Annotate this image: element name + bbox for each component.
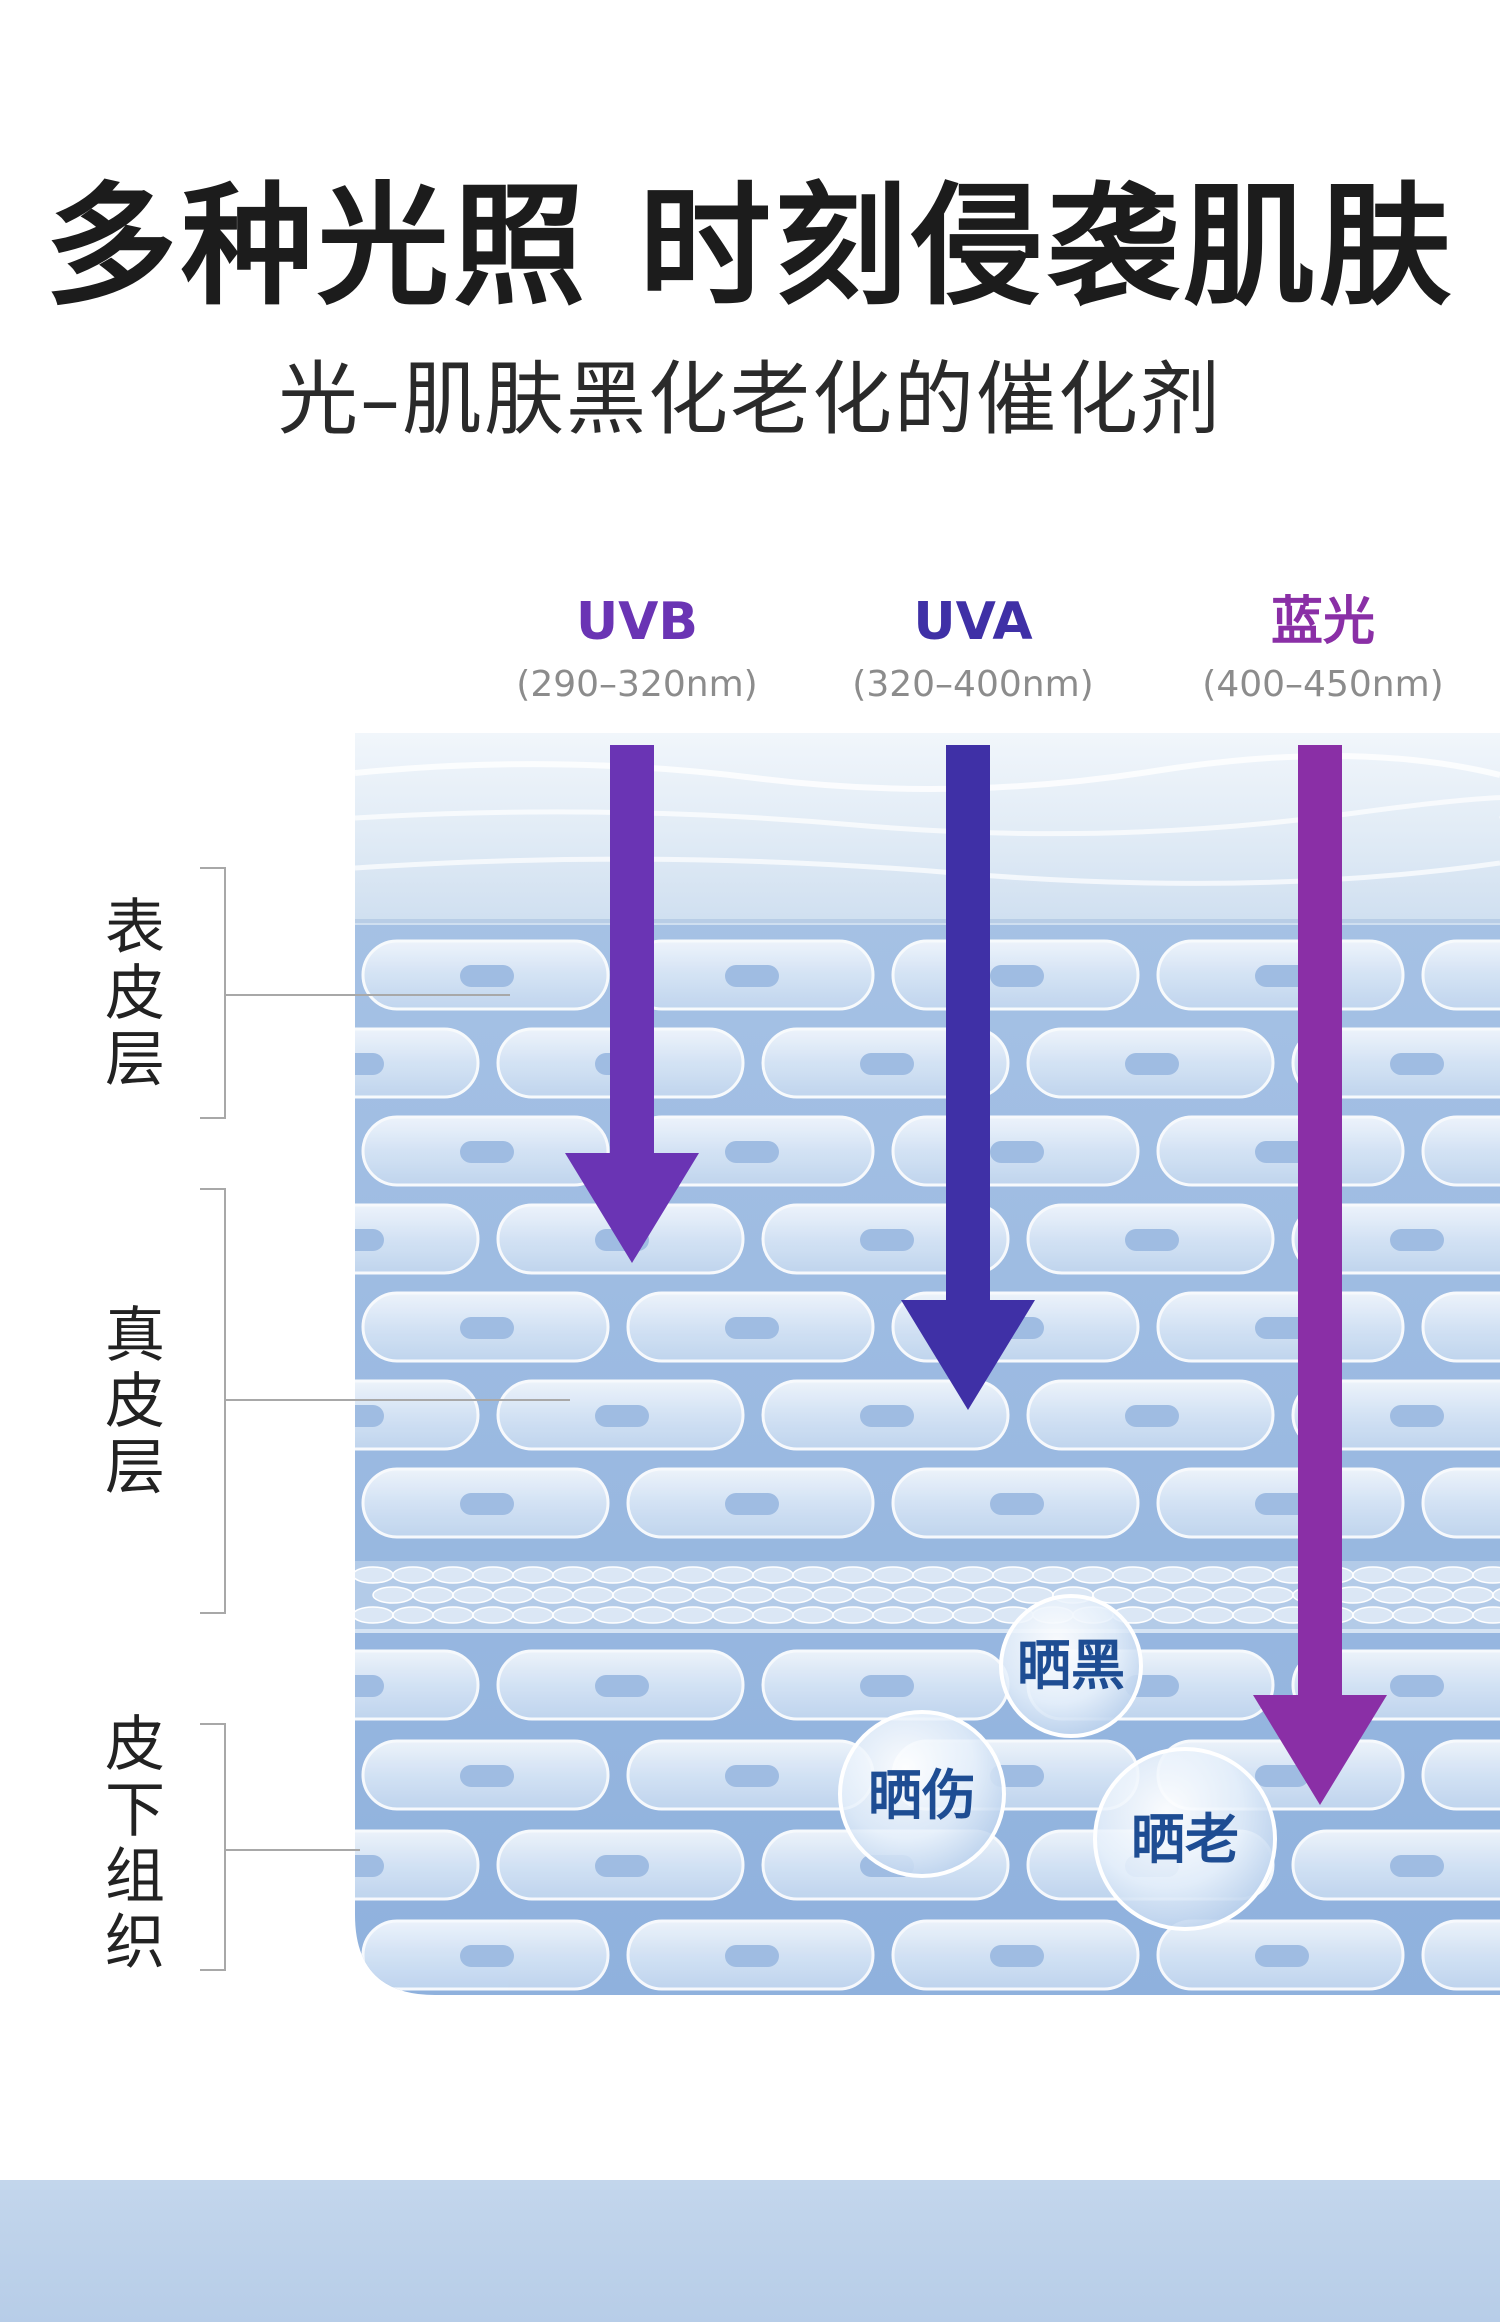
cell-nucleus bbox=[460, 965, 514, 987]
cell-nucleus bbox=[1125, 1053, 1179, 1075]
cell-nucleus bbox=[595, 1675, 649, 1697]
bubble-text-tan: 晒黑 bbox=[1017, 1634, 1125, 1697]
cell-nucleus bbox=[460, 1765, 514, 1787]
cell-nucleus bbox=[990, 1141, 1044, 1163]
layer-label-char: 皮 bbox=[105, 1367, 165, 1437]
page-title: 多种光照 时刻侵袭肌肤 bbox=[45, 170, 1455, 324]
cell-nucleus bbox=[355, 1675, 384, 1697]
cell-nucleus bbox=[1390, 1229, 1444, 1251]
skin-cell bbox=[1421, 1467, 1500, 1539]
cell-nucleus bbox=[990, 1945, 1044, 1967]
skin-cross-section bbox=[355, 733, 1500, 1995]
layer-label-char: 层 bbox=[105, 1025, 165, 1095]
ray-name-blue-light: 蓝光 bbox=[1270, 592, 1375, 652]
bottom-band bbox=[0, 2180, 1500, 2322]
cell-nucleus bbox=[1255, 1765, 1309, 1787]
cell-nucleus bbox=[1390, 1675, 1444, 1697]
cell-nucleus bbox=[1255, 1317, 1309, 1339]
layer-label-char: 组 bbox=[105, 1842, 165, 1912]
bubble-tan bbox=[999, 1594, 1143, 1738]
cell-nucleus bbox=[355, 1229, 384, 1251]
skin-cell bbox=[1421, 1291, 1500, 1363]
cell-nucleus bbox=[725, 1493, 779, 1515]
cell-nucleus bbox=[1125, 1229, 1179, 1251]
layer-label-char: 织 bbox=[105, 1908, 165, 1978]
layer-label-dermis: 真 皮 层 bbox=[95, 1303, 175, 1501]
cell-nucleus bbox=[595, 1855, 649, 1877]
ray-range-uvb: (290–320nm) bbox=[516, 664, 758, 705]
cell-nucleus bbox=[1255, 1493, 1309, 1515]
cell-nucleus bbox=[460, 1141, 514, 1163]
cell-nucleus bbox=[1390, 1053, 1444, 1075]
layer-label-char: 真 bbox=[105, 1301, 165, 1371]
cell-nucleus bbox=[860, 1229, 914, 1251]
cell-nucleus bbox=[1125, 1405, 1179, 1427]
page-subtitle: 光–肌肤黑化老化的催化剂 bbox=[278, 353, 1222, 446]
uva-arrow bbox=[901, 745, 1035, 1410]
cell-nucleus bbox=[1390, 1405, 1444, 1427]
cell-nucleus bbox=[1255, 965, 1309, 987]
fiber bbox=[1472, 1606, 1500, 1624]
skin-cell bbox=[1421, 1739, 1500, 1811]
cell-nucleus bbox=[990, 965, 1044, 987]
skin-cell bbox=[1421, 1919, 1500, 1991]
ray-name-uva: UVA bbox=[913, 592, 1033, 652]
fiber bbox=[1492, 1586, 1500, 1604]
fiber bbox=[1472, 1566, 1500, 1584]
bubble-sunburn bbox=[838, 1710, 1006, 1878]
uvb-arrow bbox=[565, 745, 699, 1263]
cell-nucleus bbox=[355, 1405, 384, 1427]
layer-label-char: 层 bbox=[105, 1433, 165, 1503]
layer-label-char: 皮 bbox=[105, 959, 165, 1029]
cell-nucleus bbox=[355, 1855, 384, 1877]
skin-cell bbox=[1421, 1115, 1500, 1187]
bubble-photoaging bbox=[1093, 1747, 1277, 1931]
layer-label-epidermis: 表 皮 层 bbox=[95, 895, 175, 1093]
cell-nucleus bbox=[725, 1765, 779, 1787]
cell-nucleus bbox=[595, 1405, 649, 1427]
ray-range-uva: (320–400nm) bbox=[852, 664, 1094, 705]
cell-nucleus bbox=[460, 1317, 514, 1339]
cell-nucleus bbox=[725, 1317, 779, 1339]
cell-nucleus bbox=[1390, 1855, 1444, 1877]
cell-nucleus bbox=[725, 965, 779, 987]
cell-nucleus bbox=[860, 1675, 914, 1697]
ray-name-uvb: UVB bbox=[575, 592, 699, 652]
cell-nucleus bbox=[1255, 1945, 1309, 1967]
blue-light-arrow bbox=[1253, 745, 1387, 1805]
cell-nucleus bbox=[1255, 1141, 1309, 1163]
cell-nucleus bbox=[725, 1141, 779, 1163]
cell-nucleus bbox=[860, 1053, 914, 1075]
bubble-text-sunburn: 晒伤 bbox=[868, 1764, 976, 1827]
cell-nucleus bbox=[460, 1945, 514, 1967]
layer-label-char: 表 bbox=[105, 893, 165, 963]
cell-nucleus bbox=[355, 1053, 384, 1075]
cell-nucleus bbox=[860, 1405, 914, 1427]
cell-nucleus bbox=[460, 1493, 514, 1515]
cell-nucleus bbox=[990, 1493, 1044, 1515]
layer-label-char: 下 bbox=[105, 1776, 165, 1846]
ray-range-blue-light: (400–450nm) bbox=[1202, 664, 1444, 705]
bubble-text-photoaging: 晒老 bbox=[1131, 1808, 1239, 1871]
cell-nucleus bbox=[725, 1945, 779, 1967]
layer-label-subcutaneous: 皮 下 组 织 bbox=[95, 1712, 175, 1976]
skin-cell bbox=[1421, 939, 1500, 1011]
layer-label-char: 皮 bbox=[105, 1710, 165, 1780]
